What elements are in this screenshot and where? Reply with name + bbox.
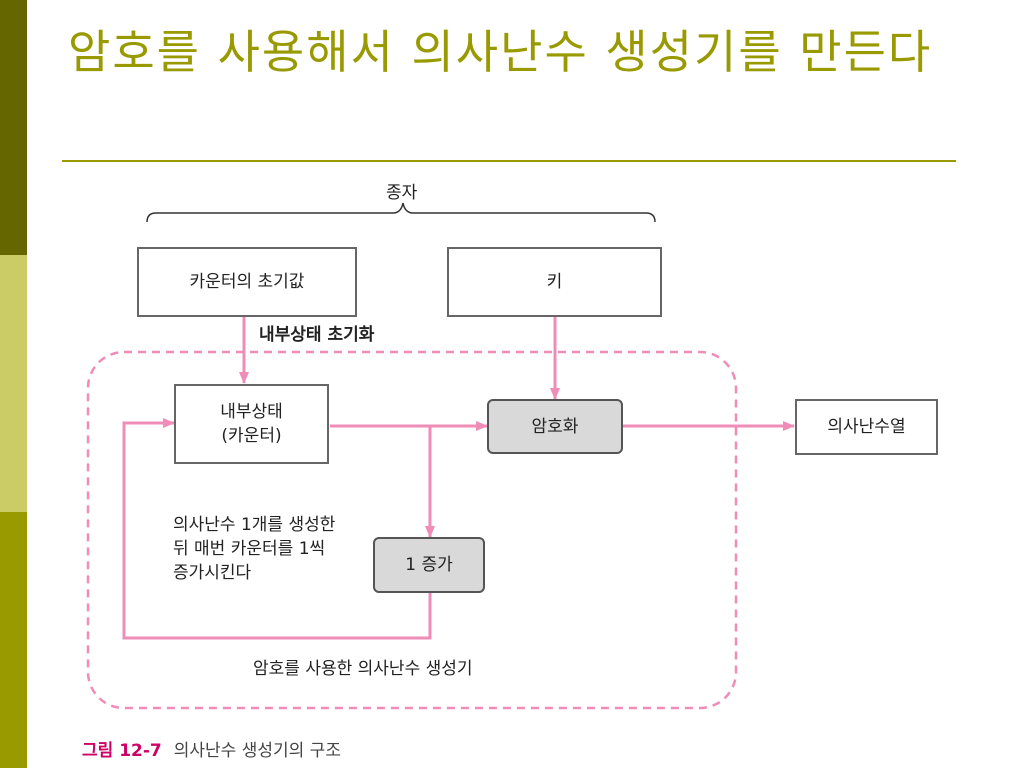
note-line1: 의사난수 1개를 생성한: [173, 515, 336, 535]
key-box: 키: [447, 247, 662, 317]
internal-state-line2: (카운터): [221, 426, 282, 446]
title-underline: [62, 160, 956, 162]
internal-state-box: 내부상태 (카운터): [174, 384, 329, 464]
sidebar-stripe-olive: [0, 512, 27, 768]
increment-note: 의사난수 1개를 생성한 뒤 매번 카운터를 1씩 증가시킨다: [173, 513, 335, 585]
seed-label: 종자: [386, 183, 418, 203]
init-state-label: 내부상태 초기화: [259, 325, 375, 345]
internal-state-line1: 내부상태: [220, 402, 283, 422]
arrow-feedback-loop: [122, 418, 432, 640]
figure-number: 그림 12-7: [82, 741, 162, 761]
generator-region: [86, 350, 738, 710]
increment-box: 1 증가: [373, 537, 485, 593]
pseudorandom-output-box: 의사난수열: [795, 399, 938, 455]
counter-initial-value-box: 카운터의 초기값: [137, 247, 357, 317]
sidebar-stripe-light: [0, 255, 27, 512]
figure-caption-text: 의사난수 생성기의 구조: [173, 741, 341, 761]
seed-brace: [146, 202, 656, 223]
note-line3: 증가시킨다: [173, 563, 252, 583]
region-label: 암호를 사용한 의사난수 생성기: [253, 659, 473, 679]
sidebar-stripe-dark: [0, 0, 27, 255]
figure-caption: 그림 12-7 의사난수 생성기의 구조: [82, 736, 341, 761]
encrypt-box: 암호화: [487, 399, 623, 454]
note-line2: 뒤 매번 카운터를 1씩: [173, 539, 326, 559]
slide-title: 암호를 사용해서 의사난수 생성기를 만든다: [68, 25, 933, 79]
